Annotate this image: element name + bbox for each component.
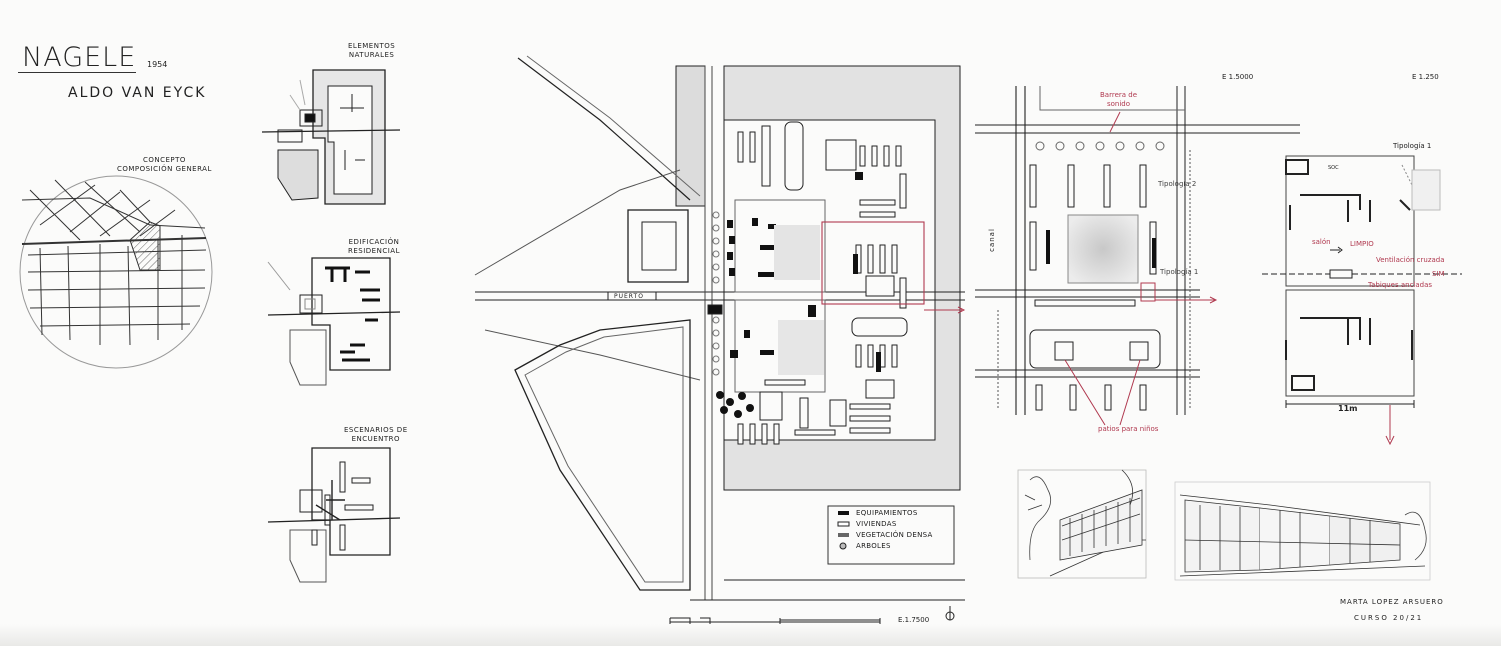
typology-plan-scale: E 1.250 — [1412, 73, 1439, 81]
natural-label-line-2: NATURALES — [348, 51, 395, 59]
street-perspective-small — [1017, 469, 1147, 579]
encounter-label: ESCENARIOS DE ENCUENTRO — [344, 426, 408, 444]
scale-tick-0: 0 — [668, 627, 672, 634]
symmetry-label: SIM — [1432, 270, 1445, 278]
legend-label-vegetation: VEGETACIÓN DENSA — [856, 531, 933, 539]
concept-label-line-1: CONCEPTO — [142, 156, 186, 164]
residential-diagram — [267, 257, 401, 386]
ventilation-note: Ventilación cruzada — [1376, 256, 1445, 264]
typology-1-label: Tipología 1 — [1160, 268, 1199, 276]
scale-tick-600: 600 — [873, 627, 885, 634]
scale-tick-100: 100 — [702, 627, 714, 634]
graphic-scale — [669, 606, 955, 626]
residential-label-line-2: RESIDENCIAL — [348, 247, 400, 255]
sheet-title: NAGELE — [22, 42, 137, 73]
concept-label-line-2: COMPOSICIÓN GENERAL — [117, 165, 212, 173]
sheet-year: 1954 — [147, 60, 168, 69]
patios-label: patios para niños — [1098, 425, 1159, 433]
concept-diagonal — [21, 197, 206, 229]
natural-label-line-1: ELEMENTOS — [348, 42, 396, 50]
legend-item-vegetation: VEGETACIÓN DENSA — [856, 531, 933, 539]
detail-plan-scale: E 1.5000 — [1222, 73, 1254, 81]
typology-width: 11m — [1338, 404, 1358, 413]
legend-item-housing: VIVIENDAS — [856, 520, 897, 528]
typology-plan-title: Tipología 1 — [1393, 142, 1432, 150]
room-label-limpio: LIMPIO — [1350, 240, 1374, 248]
concept-diagram — [19, 175, 213, 369]
scale-tick-300: 300 — [773, 627, 785, 634]
barrier-label-line-2: sonido — [1106, 100, 1131, 108]
residential-label: EDIFICACIÓN RESIDENCIAL — [348, 238, 400, 256]
legend-item-trees: ARBOLES — [856, 542, 891, 550]
legend-label-equipment: EQUIPAMIENTOS — [856, 509, 918, 517]
encounter-diagram — [267, 447, 401, 583]
typology-plan — [1262, 155, 1462, 446]
author-signature: MARTA LOPEZ ARSUERO — [1340, 598, 1444, 606]
port-label: PUERTO — [614, 293, 644, 300]
typology-2-label: Tipología 2 — [1158, 180, 1197, 188]
street-perspective-large — [1174, 481, 1431, 581]
partition-note: Tabiques ancladas — [1368, 281, 1433, 289]
natural-elements-label: ELEMENTOS NATURALES — [348, 42, 395, 60]
scale-tick-50: 50 — [684, 627, 692, 634]
master-plan-scale: E.1.7500 — [898, 616, 930, 624]
detail-plan — [975, 86, 1300, 426]
residential-label-line-1: EDIFICACIÓN — [348, 238, 400, 246]
title-underline — [18, 72, 136, 73]
legend-label-housing: VIVIENDAS — [856, 520, 897, 528]
natural-elements-diagram — [261, 69, 401, 205]
canal-label: canal — [987, 228, 996, 252]
room-label-soc: SOC — [1328, 165, 1339, 171]
barrier-label-line-1: Barrera de — [1100, 91, 1138, 99]
room-label-salon: salón — [1312, 238, 1331, 246]
sheet-author: ALDO VAN EYCK — [68, 85, 207, 101]
course-label: CURSO 20/21 — [1354, 614, 1424, 622]
concept-label: CONCEPTO COMPOSICIÓN GENERAL — [117, 156, 212, 174]
concept-circle — [19, 175, 213, 369]
master-plan — [474, 55, 966, 601]
encounter-label-line-2: ENCUENTRO — [351, 435, 401, 443]
legend-label-trees: ARBOLES — [856, 542, 891, 550]
barrier-label: Barrera de sonido — [1100, 91, 1137, 109]
legend-item-equipment: EQUIPAMIENTOS — [856, 509, 918, 517]
encounter-label-line-1: ESCENARIOS DE — [344, 426, 408, 434]
